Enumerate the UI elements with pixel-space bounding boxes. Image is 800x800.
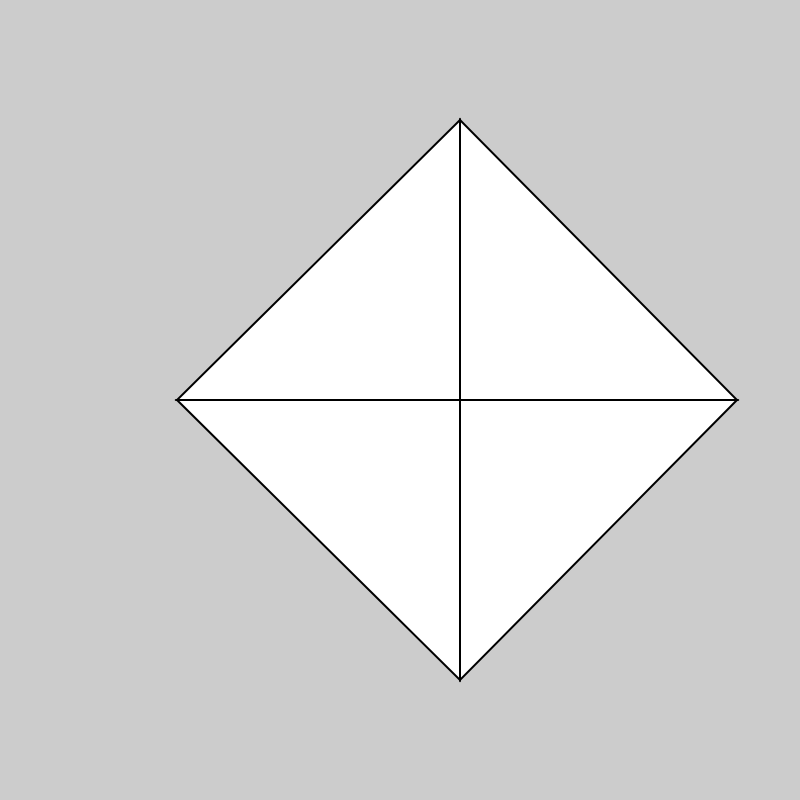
diamond-group (174, 117, 740, 683)
